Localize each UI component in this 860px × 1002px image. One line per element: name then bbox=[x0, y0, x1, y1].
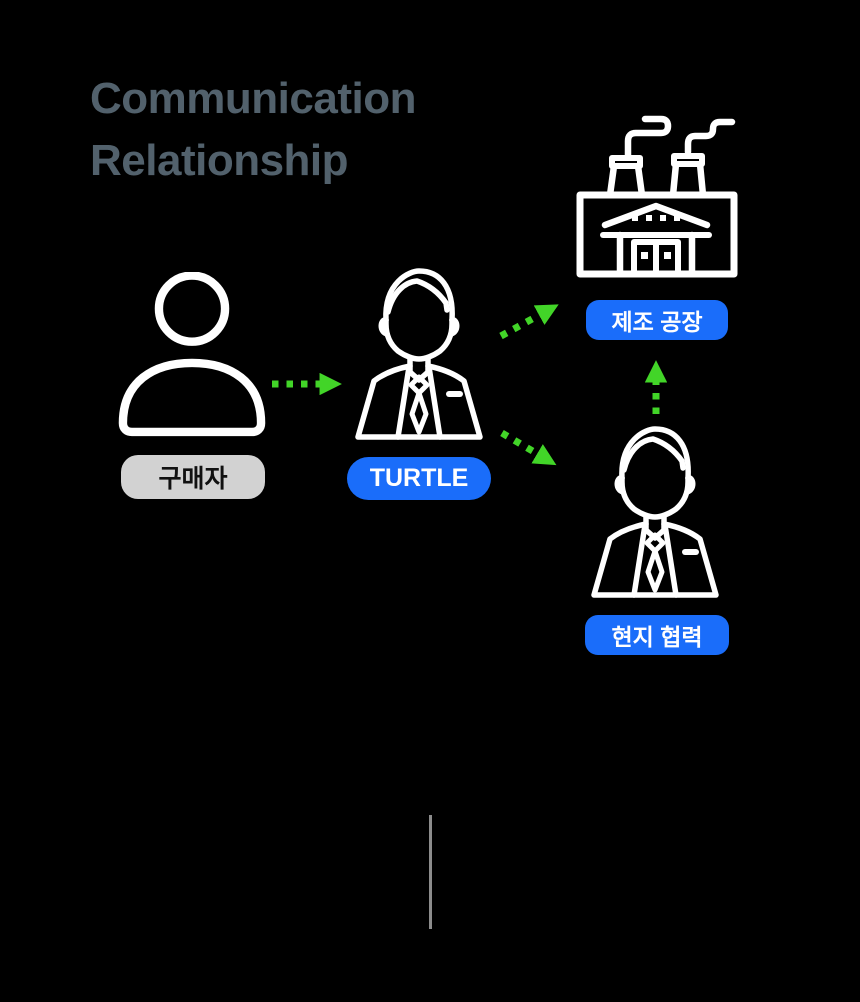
buyer-label: 구매자 bbox=[121, 455, 265, 499]
businessman-icon bbox=[355, 268, 483, 440]
turtle-label: TURTLE bbox=[347, 457, 491, 500]
factory-icon bbox=[576, 115, 738, 278]
arrow-turtle-to-factory bbox=[499, 304, 559, 340]
partner-label: 현지 협력 bbox=[585, 615, 729, 655]
arrow-turtle-to-partner bbox=[500, 429, 557, 466]
vertical-divider-line bbox=[429, 815, 432, 929]
person-icon bbox=[118, 272, 266, 437]
factory-label: 제조 공장 bbox=[586, 300, 728, 340]
page-title-line1: Communication bbox=[90, 74, 416, 123]
page-title-line2: Relationship bbox=[90, 136, 349, 185]
businessman-icon bbox=[591, 426, 719, 598]
page-title: Communication Relationship bbox=[90, 68, 416, 192]
